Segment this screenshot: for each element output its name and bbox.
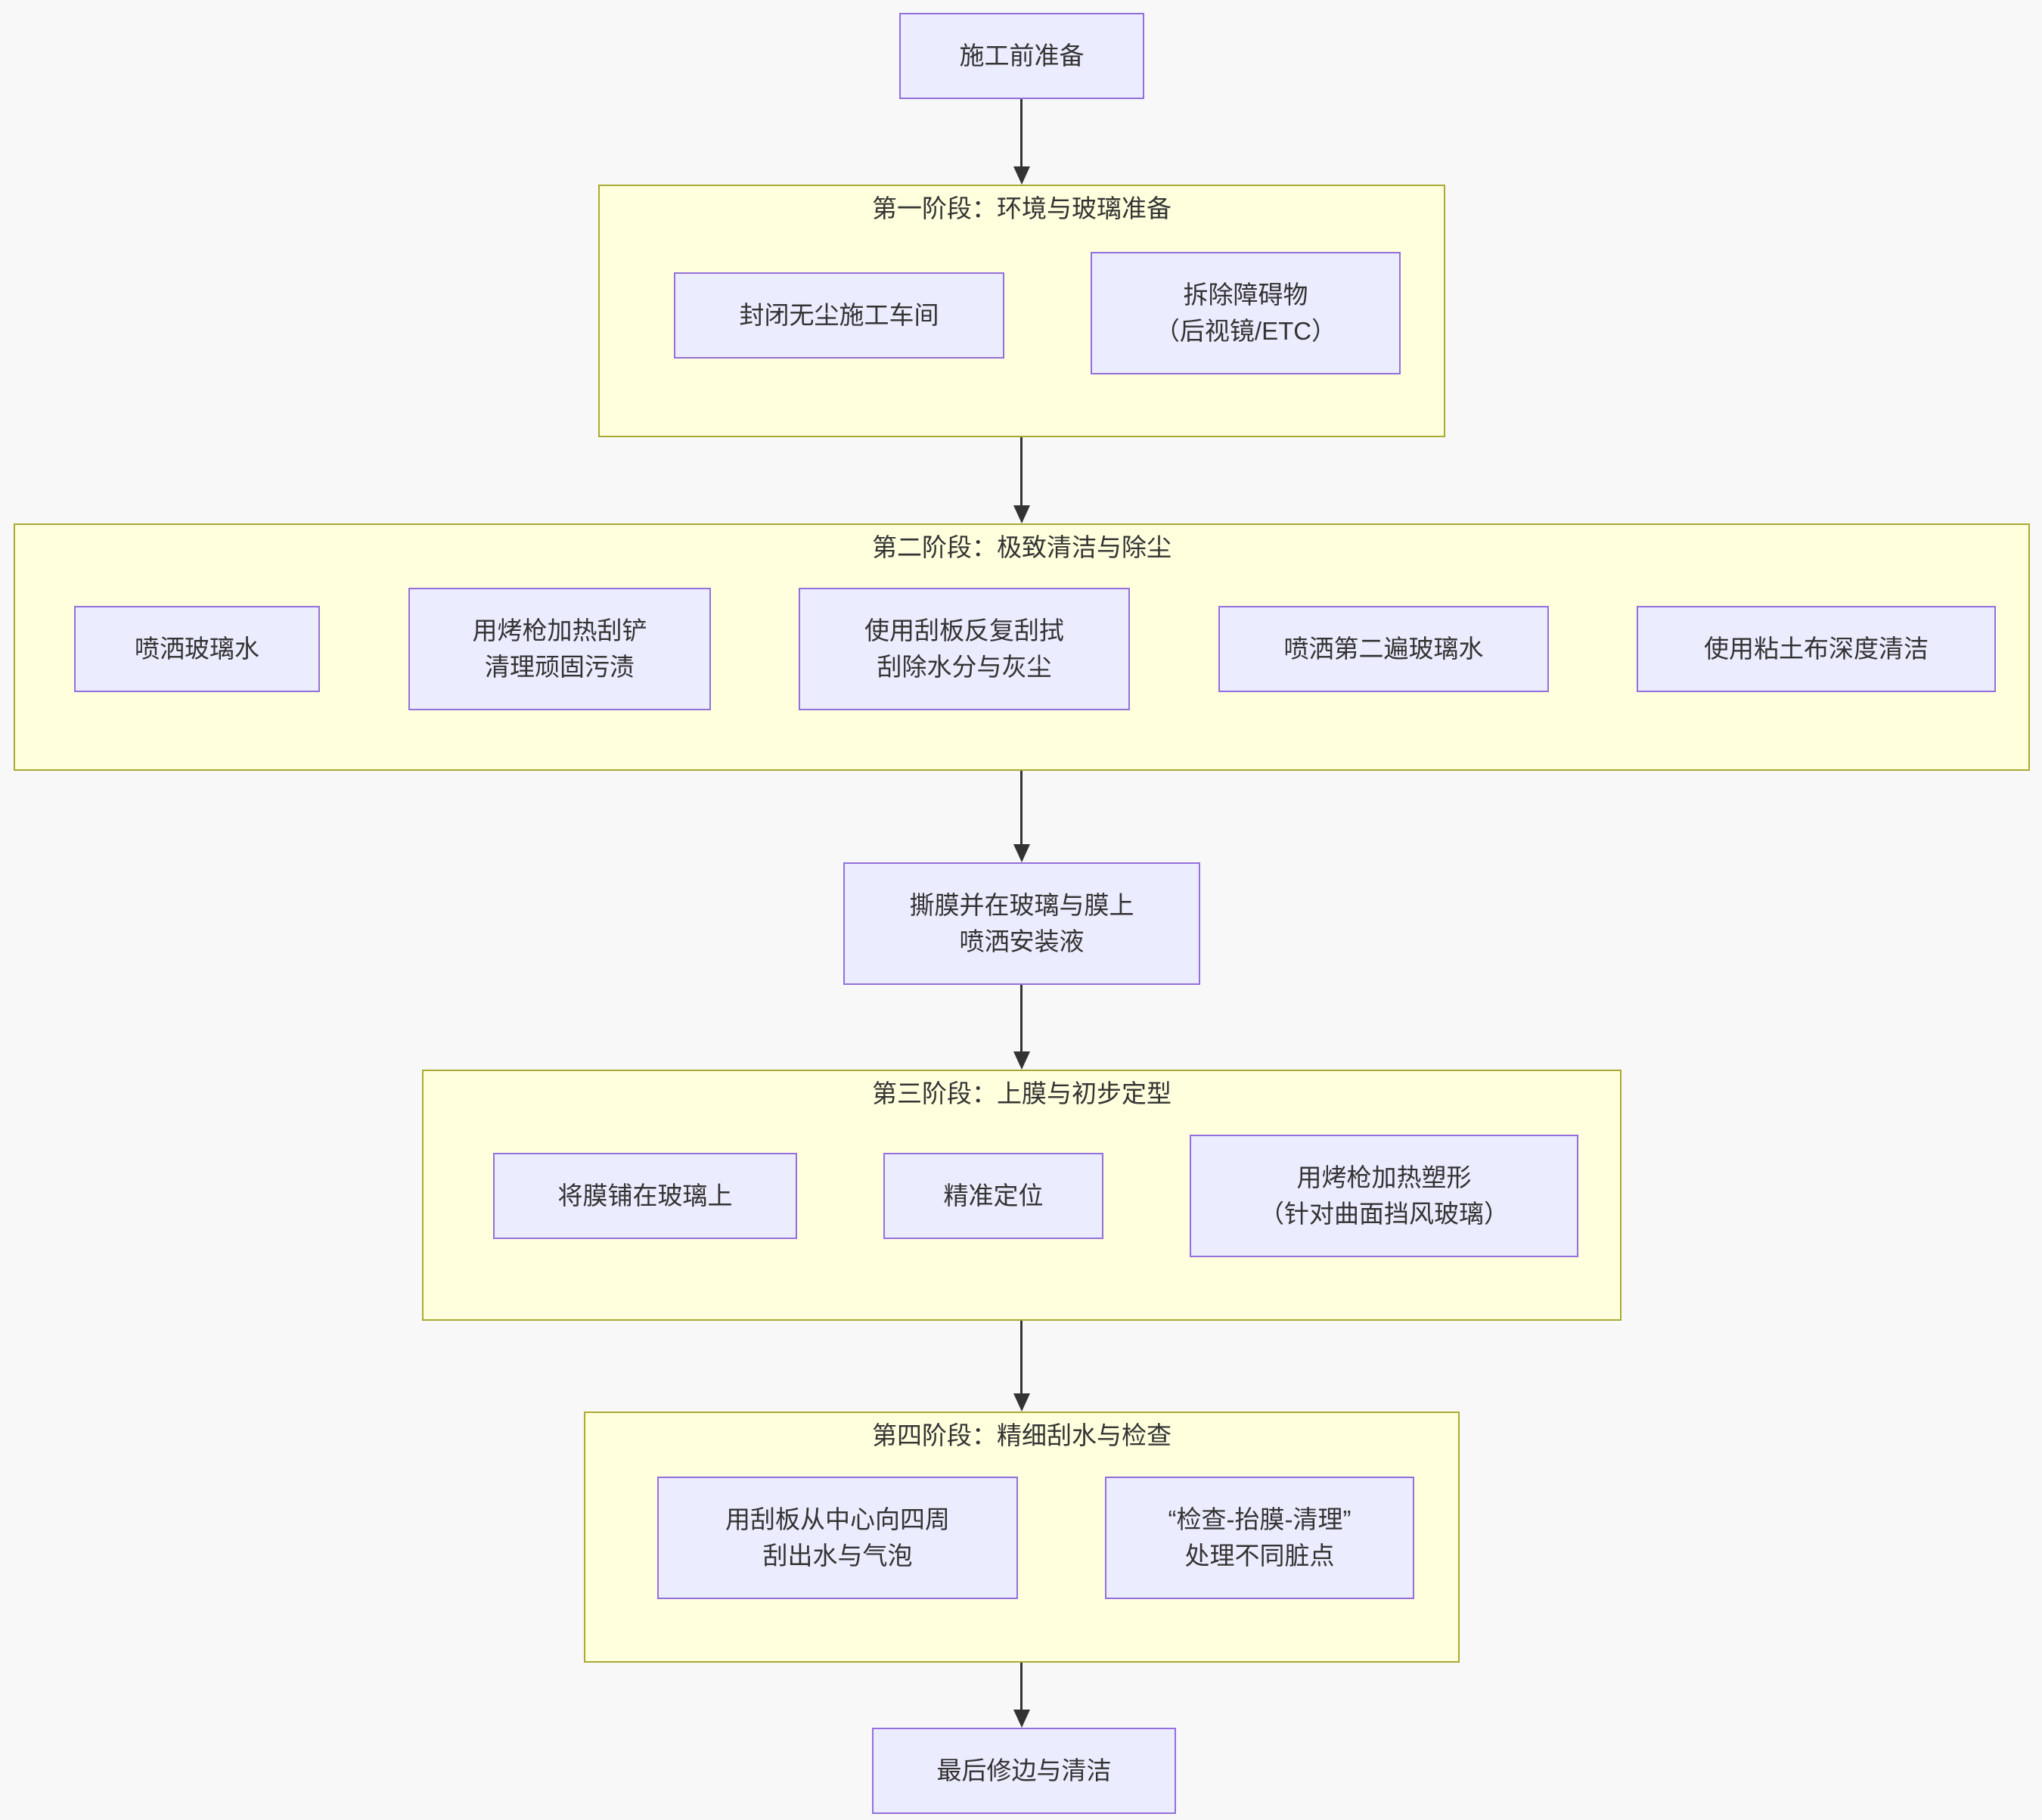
node-label-line1: 用烤枪加热刮铲	[472, 617, 647, 644]
node-label-line2: 刮出水与气泡	[762, 1542, 913, 1570]
flow-arrow-line	[1020, 99, 1023, 166]
flow-arrow-line	[1020, 985, 1023, 1051]
node-label-line2: 喷洒安装液	[959, 927, 1085, 955]
node-label: 喷洒第二遍玻璃水	[1283, 635, 1484, 663]
node-label: 将膜铺在玻璃上	[557, 1182, 733, 1210]
node-label-line1: 用刮板从中心向四周	[725, 1505, 950, 1533]
arrow-down-icon	[1013, 1710, 1030, 1728]
node-label: 喷洒玻璃水	[135, 635, 259, 663]
step-precise-positioning: 精准定位	[883, 1153, 1103, 1239]
node-label-line1: “检查-抬膜-清理”	[1168, 1505, 1352, 1533]
step-clay-cloth-deep-clean: 使用粘土布深度清洁	[1637, 606, 1996, 692]
node-pre-construction-prep: 施工前准备	[899, 13, 1144, 99]
step-seal-dust-free-workshop: 封闭无尘施工车间	[674, 272, 1004, 359]
arrow-down-icon	[1013, 1393, 1030, 1412]
arrow-down-icon	[1013, 166, 1030, 185]
step-heat-gun-shaping: 用烤枪加热塑形 （针对曲面挡风玻璃）	[1190, 1135, 1578, 1257]
step-second-spray-glass-water: 喷洒第二遍玻璃水	[1218, 606, 1549, 692]
node-label-line2: 处理不同脏点	[1184, 1542, 1335, 1570]
node-label: 最后修边与清洁	[936, 1756, 1112, 1784]
step-squeegee-remove-water-dust: 使用刮板反复刮拭 刮除水分与灰尘	[799, 588, 1130, 710]
stage-3-title: 第三阶段：上膜与初步定型	[872, 1079, 1172, 1107]
step-spray-glass-water: 喷洒玻璃水	[74, 606, 320, 692]
node-label-line2: 刮除水分与灰尘	[877, 653, 1052, 681]
arrow-down-icon	[1013, 1051, 1030, 1070]
flow-arrow-line	[1020, 1321, 1023, 1393]
arrow-down-icon	[1013, 844, 1030, 862]
flow-arrow-line	[1020, 771, 1023, 844]
stage-1-title: 第一阶段：环境与玻璃准备	[872, 194, 1172, 222]
node-label-line2: （后视镜/ETC）	[1154, 317, 1337, 345]
arrow-down-icon	[1013, 505, 1030, 523]
node-label-line2: （针对曲面挡风玻璃）	[1259, 1200, 1509, 1228]
node-peel-film-spray-solution: 撕膜并在玻璃与膜上 喷洒安装液	[843, 862, 1200, 985]
node-label-line2: 清理顽固污渍	[485, 653, 635, 681]
flow-arrow-line	[1020, 437, 1023, 505]
node-label-line1: 拆除障碍物	[1183, 281, 1308, 309]
stage-4-title: 第四阶段：精细刮水与检查	[872, 1421, 1172, 1449]
step-remove-obstacles: 拆除障碍物 （后视镜/ETC）	[1091, 252, 1401, 374]
stage-2-title: 第二阶段：极致清洁与除尘	[872, 533, 1172, 561]
node-label: 精准定位	[943, 1182, 1044, 1210]
step-heat-gun-scraper-clean: 用烤枪加热刮铲 清理顽固污渍	[408, 588, 711, 710]
node-label-line1: 使用刮板反复刮拭	[864, 617, 1064, 644]
node-label: 施工前准备	[959, 42, 1085, 70]
step-inspect-lift-clean: “检查-抬膜-清理” 处理不同脏点	[1105, 1477, 1414, 1599]
node-label: 封闭无尘施工车间	[739, 301, 939, 329]
node-label: 使用粘土布深度清洁	[1704, 635, 1929, 663]
node-label-line1: 用烤枪加热塑形	[1296, 1163, 1472, 1191]
step-lay-film-on-glass: 将膜铺在玻璃上	[493, 1153, 797, 1239]
step-squeegee-center-outward: 用刮板从中心向四周 刮出水与气泡	[657, 1477, 1018, 1599]
node-label-line1: 撕膜并在玻璃与膜上	[909, 891, 1134, 919]
flow-arrow-line	[1020, 1663, 1023, 1710]
node-final-trim-and-clean: 最后修边与清洁	[872, 1728, 1176, 1814]
